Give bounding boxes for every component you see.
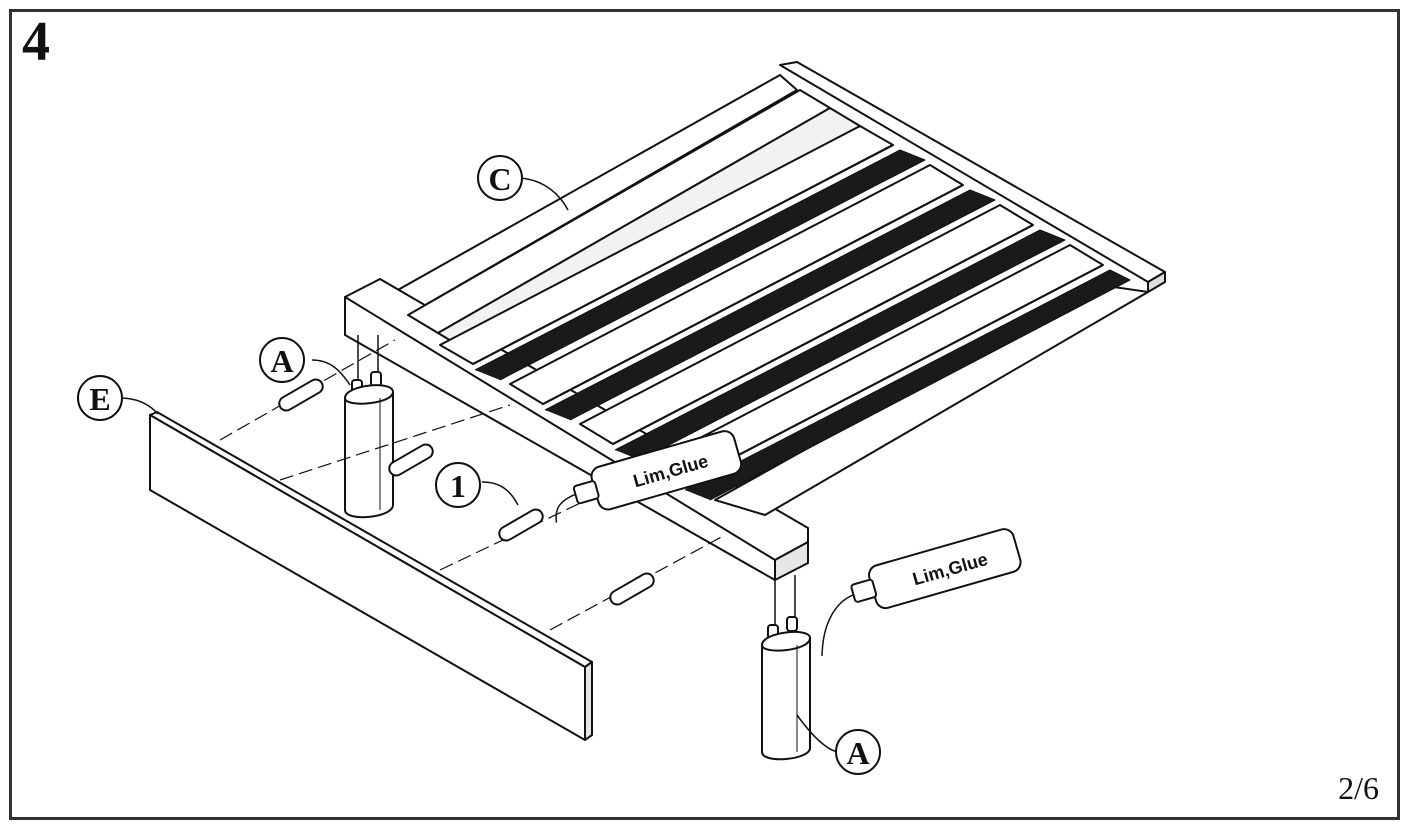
rail-e: E bbox=[77, 375, 593, 741]
slatted-panel: C bbox=[344, 61, 1166, 581]
leg-a-front: A bbox=[761, 575, 881, 775]
step-number: 4 bbox=[22, 11, 50, 73]
slats bbox=[407, 89, 1149, 516]
label-circle-c bbox=[477, 155, 523, 201]
instruction-frame bbox=[9, 9, 1400, 820]
leader-line-c bbox=[519, 177, 569, 211]
label-a-front: A bbox=[846, 735, 869, 771]
label-1: 1 bbox=[450, 468, 466, 504]
glue-tube-2: Lim,Glue bbox=[821, 528, 1022, 656]
page-number: 2/6 bbox=[1338, 770, 1379, 806]
label-a-back: A bbox=[270, 343, 293, 379]
label-e: E bbox=[89, 381, 110, 417]
glue-tube-1: Lim,Glue bbox=[555, 430, 743, 523]
label-c: C bbox=[488, 161, 511, 197]
